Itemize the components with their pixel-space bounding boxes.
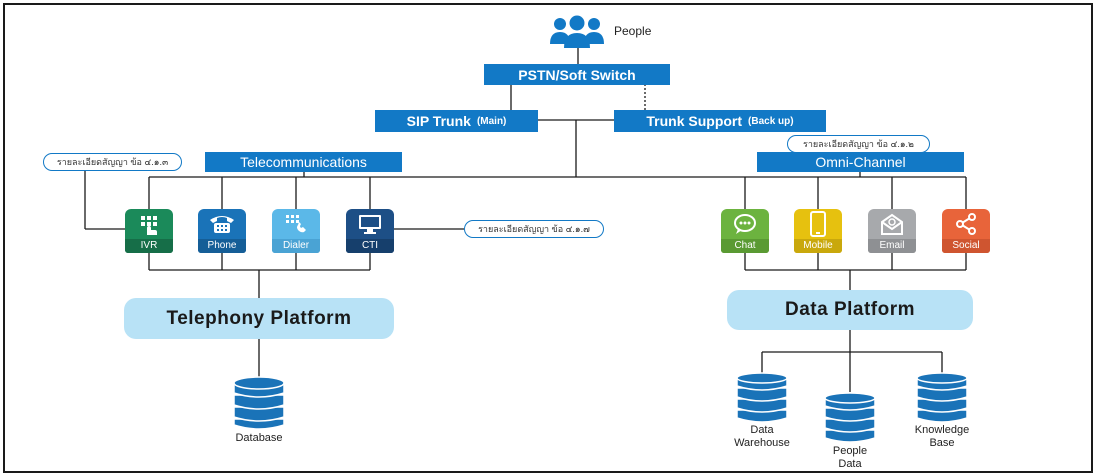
sip-trunk-sub: (Main) [476, 115, 507, 127]
people-data-label: People Data [832, 445, 868, 470]
dialer-label: Dialer [272, 239, 320, 253]
ivr-label: IVR [125, 239, 173, 253]
email-icon [868, 209, 916, 239]
email-label: Email [868, 239, 916, 253]
telecommunications-box: Telecommunications [205, 152, 402, 172]
telephony-platform: Telephony Platform [124, 298, 394, 339]
omni-label: Omni-Channel [815, 154, 906, 170]
data-warehouse-label: Data Warehouse [734, 424, 790, 449]
cti-tile: CTI [346, 209, 394, 253]
dialer-tile: Dialer [272, 209, 320, 253]
monitor-icon [346, 209, 394, 239]
chat-tile: Chat [721, 209, 769, 253]
phone-icon [198, 209, 246, 239]
social-tile: Social [942, 209, 990, 253]
phone-label: Phone [198, 239, 246, 253]
ivr-tile: IVR [125, 209, 173, 253]
data-warehouse-db-icon [736, 372, 788, 423]
database-label: Database [235, 432, 283, 444]
phone-tile: Phone [198, 209, 246, 253]
omni-channel-box: Omni-Channel [757, 152, 964, 172]
data-platform: Data Platform [727, 290, 973, 330]
trunk-support-sub: (Back up) [748, 115, 794, 127]
share-icon [942, 209, 990, 239]
knowledge-base-db-icon [916, 372, 968, 423]
email-tile: Email [868, 209, 916, 253]
mobile-tile: Mobile [794, 209, 842, 253]
trunk-support-label: Trunk Support [646, 113, 743, 129]
cti-label: CTI [346, 239, 394, 253]
sip-trunk-label: SIP Trunk [406, 113, 471, 129]
mobile-icon [794, 209, 842, 239]
chat-label: Chat [721, 239, 769, 253]
people-group-icon [550, 14, 604, 48]
social-label: Social [942, 239, 990, 253]
trunk-support-box: Trunk Support (Back up) [614, 110, 826, 132]
dialer-icon [272, 209, 320, 239]
chat-icon [721, 209, 769, 239]
sip-trunk-box: SIP Trunk (Main) [375, 110, 538, 132]
contract-note-telecom: รายละเอียดสัญญา ข้อ ๔.๑.๓ [43, 153, 182, 171]
people-label: People [614, 24, 652, 38]
people-data-db-icon [824, 392, 876, 443]
ivr-keypad-icon [125, 209, 173, 239]
pstn-label: PSTN/Soft Switch [518, 66, 636, 83]
pstn-soft-switch-box: PSTN/Soft Switch [484, 64, 670, 85]
knowledge-base-label: Knowledge Base [914, 424, 970, 449]
contract-note-omni: รายละเอียดสัญญา ข้อ ๔.๑.๒ [787, 135, 930, 153]
mobile-label: Mobile [794, 239, 842, 253]
contract-note-cti: รายละเอียดสัญญา ข้อ ๔.๑.๗ [464, 220, 604, 238]
database-icon [233, 376, 285, 430]
telecom-label: Telecommunications [240, 154, 367, 170]
